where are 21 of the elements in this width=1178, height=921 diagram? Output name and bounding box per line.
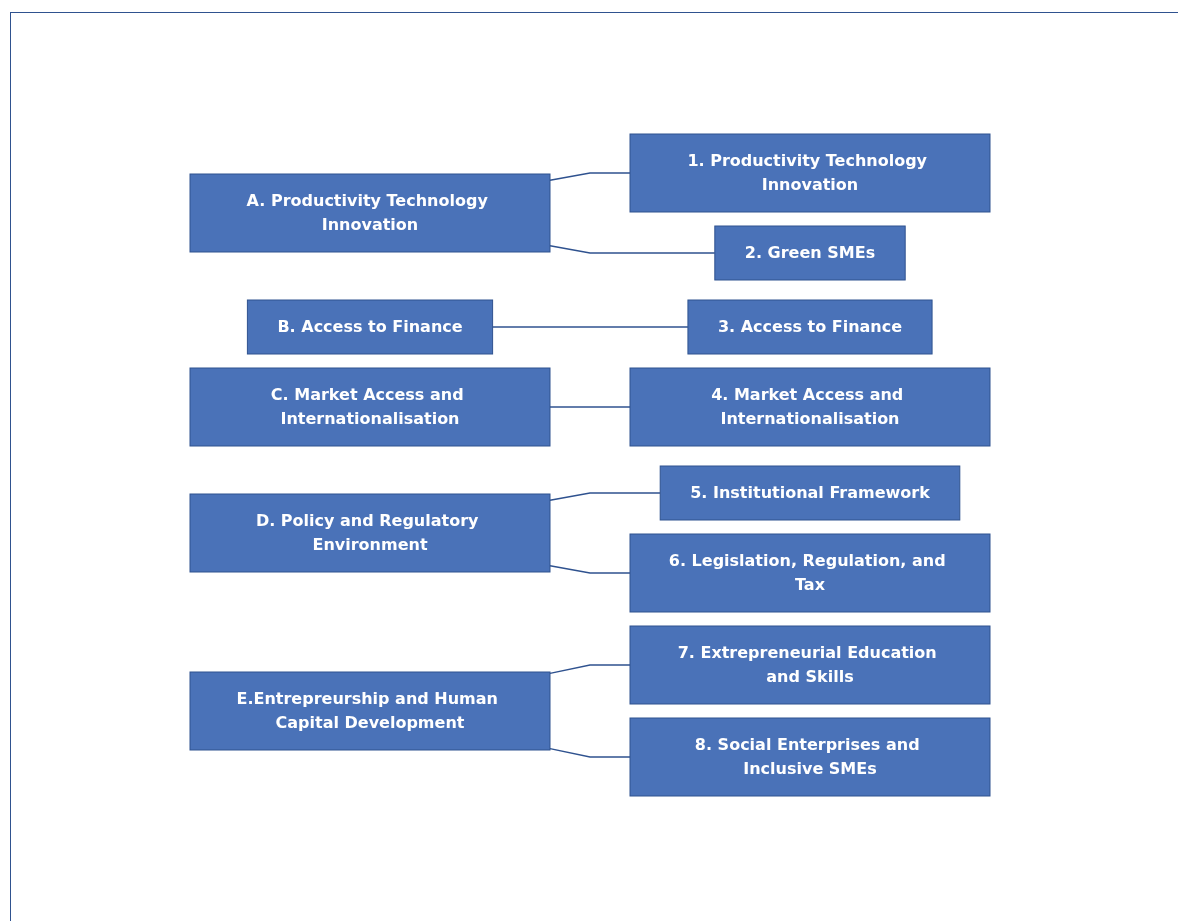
node-box: 6. Legislation, Regulation, and Tax: [629, 533, 991, 613]
connector: [549, 664, 631, 675]
node-box: C. Market Access and Internationalisation: [189, 367, 551, 447]
connector: [549, 492, 661, 501]
connector: [549, 565, 631, 574]
connector: [549, 406, 631, 408]
connector: [549, 172, 631, 181]
connector: [491, 326, 689, 328]
node-box: 3. Access to Finance: [687, 299, 933, 355]
node-box: 2. Green SMEs: [714, 225, 906, 281]
node-box: 7. Extrepreneurial Education and Skills: [629, 625, 991, 705]
node-box: 5. Institutional Framework: [659, 465, 961, 521]
node-box: E.Entrepreurship and Human Capital Development: [189, 671, 551, 751]
node-box: 1. Productivity Technology Innovation: [629, 133, 991, 213]
connector: [549, 747, 631, 758]
node-box: 4. Market Access and Internationalisation: [629, 367, 991, 447]
node-box: 8. Social Enterprises and Inclusive SMEs: [629, 717, 991, 797]
connector: [549, 245, 716, 254]
node-box: A. Productivity Technology Innovation: [189, 173, 551, 253]
node-box: D. Policy and Regulatory Environment: [189, 493, 551, 573]
node-box: B. Access to Finance: [246, 299, 494, 355]
